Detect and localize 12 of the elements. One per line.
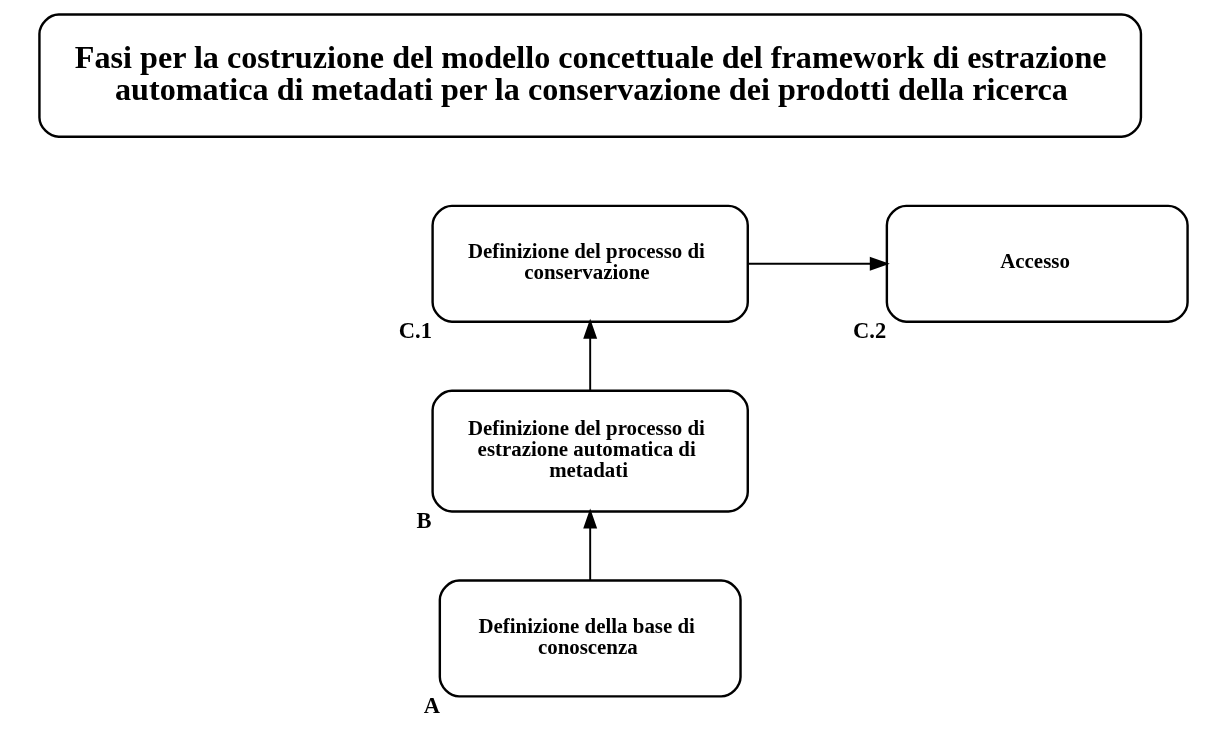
node-box: Definizione del processo di conservazione	[430, 204, 749, 323]
node-label: A	[423, 692, 440, 718]
arrow	[746, 256, 890, 271]
arrow	[582, 318, 597, 392]
node-label: C.2	[852, 318, 886, 344]
node-label: B	[416, 507, 432, 533]
node-box: Accesso	[885, 204, 1189, 323]
node-box: Fasi per la costruzione del modello concettuale del framework di estrazione automatica di metadati per la conservazione dei prodotti della ricerca	[37, 13, 1142, 138]
node-box: Definizione del processo di estrazione automatica di metadati	[430, 389, 749, 513]
arrow	[582, 508, 597, 582]
node-box: Definizione della base di conoscenza	[438, 579, 742, 698]
node-label: C.1	[398, 318, 432, 344]
